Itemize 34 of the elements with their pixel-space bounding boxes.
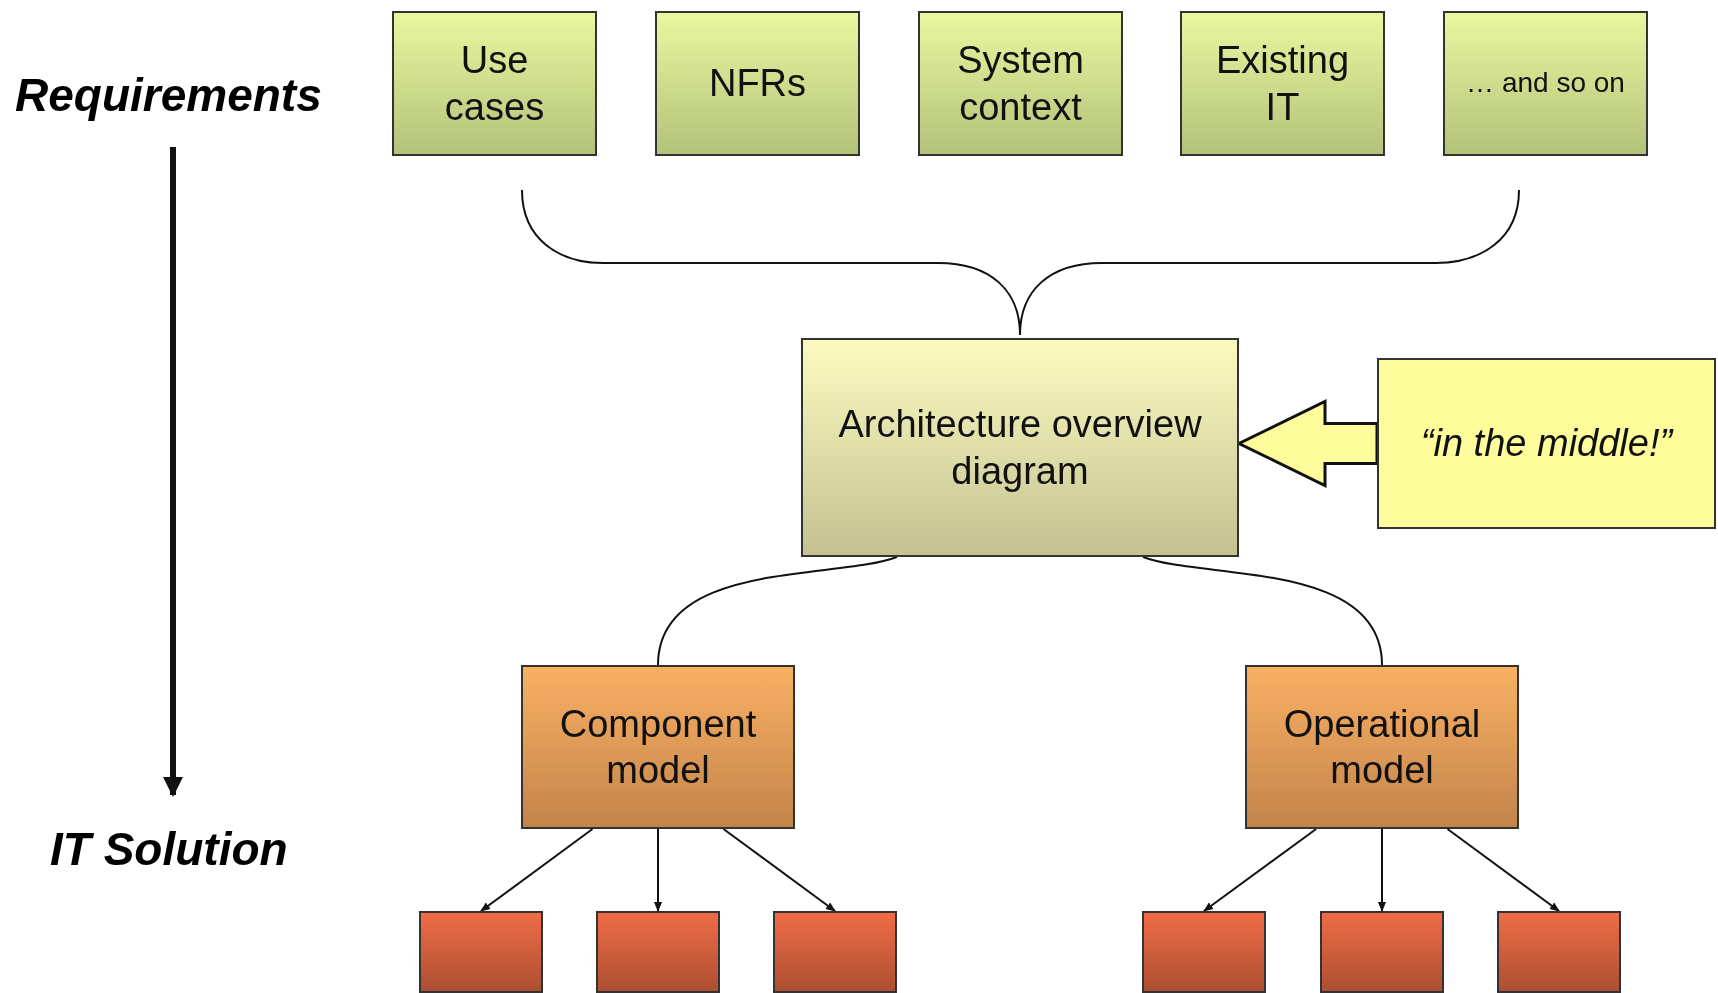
- empty-box: [1497, 911, 1621, 993]
- axis-label: IT Solution: [50, 822, 288, 876]
- process-box: [392, 11, 597, 156]
- process-box: [801, 338, 1239, 557]
- arrow: [654, 828, 662, 912]
- process-box: [918, 11, 1123, 156]
- empty-box: [419, 911, 543, 993]
- connector-line: [657, 556, 898, 666]
- process-box: [521, 665, 795, 829]
- empty-box: [1320, 911, 1444, 993]
- box-text: Operational model: [1282, 701, 1482, 793]
- axis-label: Requirements: [15, 68, 322, 122]
- arrow: [480, 828, 594, 912]
- box-text: Component model: [558, 701, 758, 793]
- process-box: [655, 11, 860, 156]
- arrow: [722, 828, 836, 912]
- callout-box: [1377, 358, 1716, 529]
- arrow: [1203, 828, 1318, 912]
- box-text: Use cases: [443, 38, 546, 130]
- process-box: [1245, 665, 1519, 829]
- empty-box: [1142, 911, 1266, 993]
- empty-box: [773, 911, 897, 993]
- box-text: Architecture overview diagram: [837, 402, 1203, 494]
- process-box: [1443, 11, 1648, 156]
- empty-box: [596, 911, 720, 993]
- box-text: Existing IT: [1214, 38, 1351, 130]
- box-text: “in the middle!”: [1419, 421, 1675, 467]
- arrow: [1378, 828, 1386, 912]
- box-text: NFRs: [707, 61, 808, 107]
- box-text: … and so on: [1465, 66, 1626, 101]
- process-box: [1180, 11, 1385, 156]
- box-text: System context: [956, 38, 1085, 130]
- arrow: [1446, 828, 1560, 912]
- connector-line: [1142, 556, 1383, 666]
